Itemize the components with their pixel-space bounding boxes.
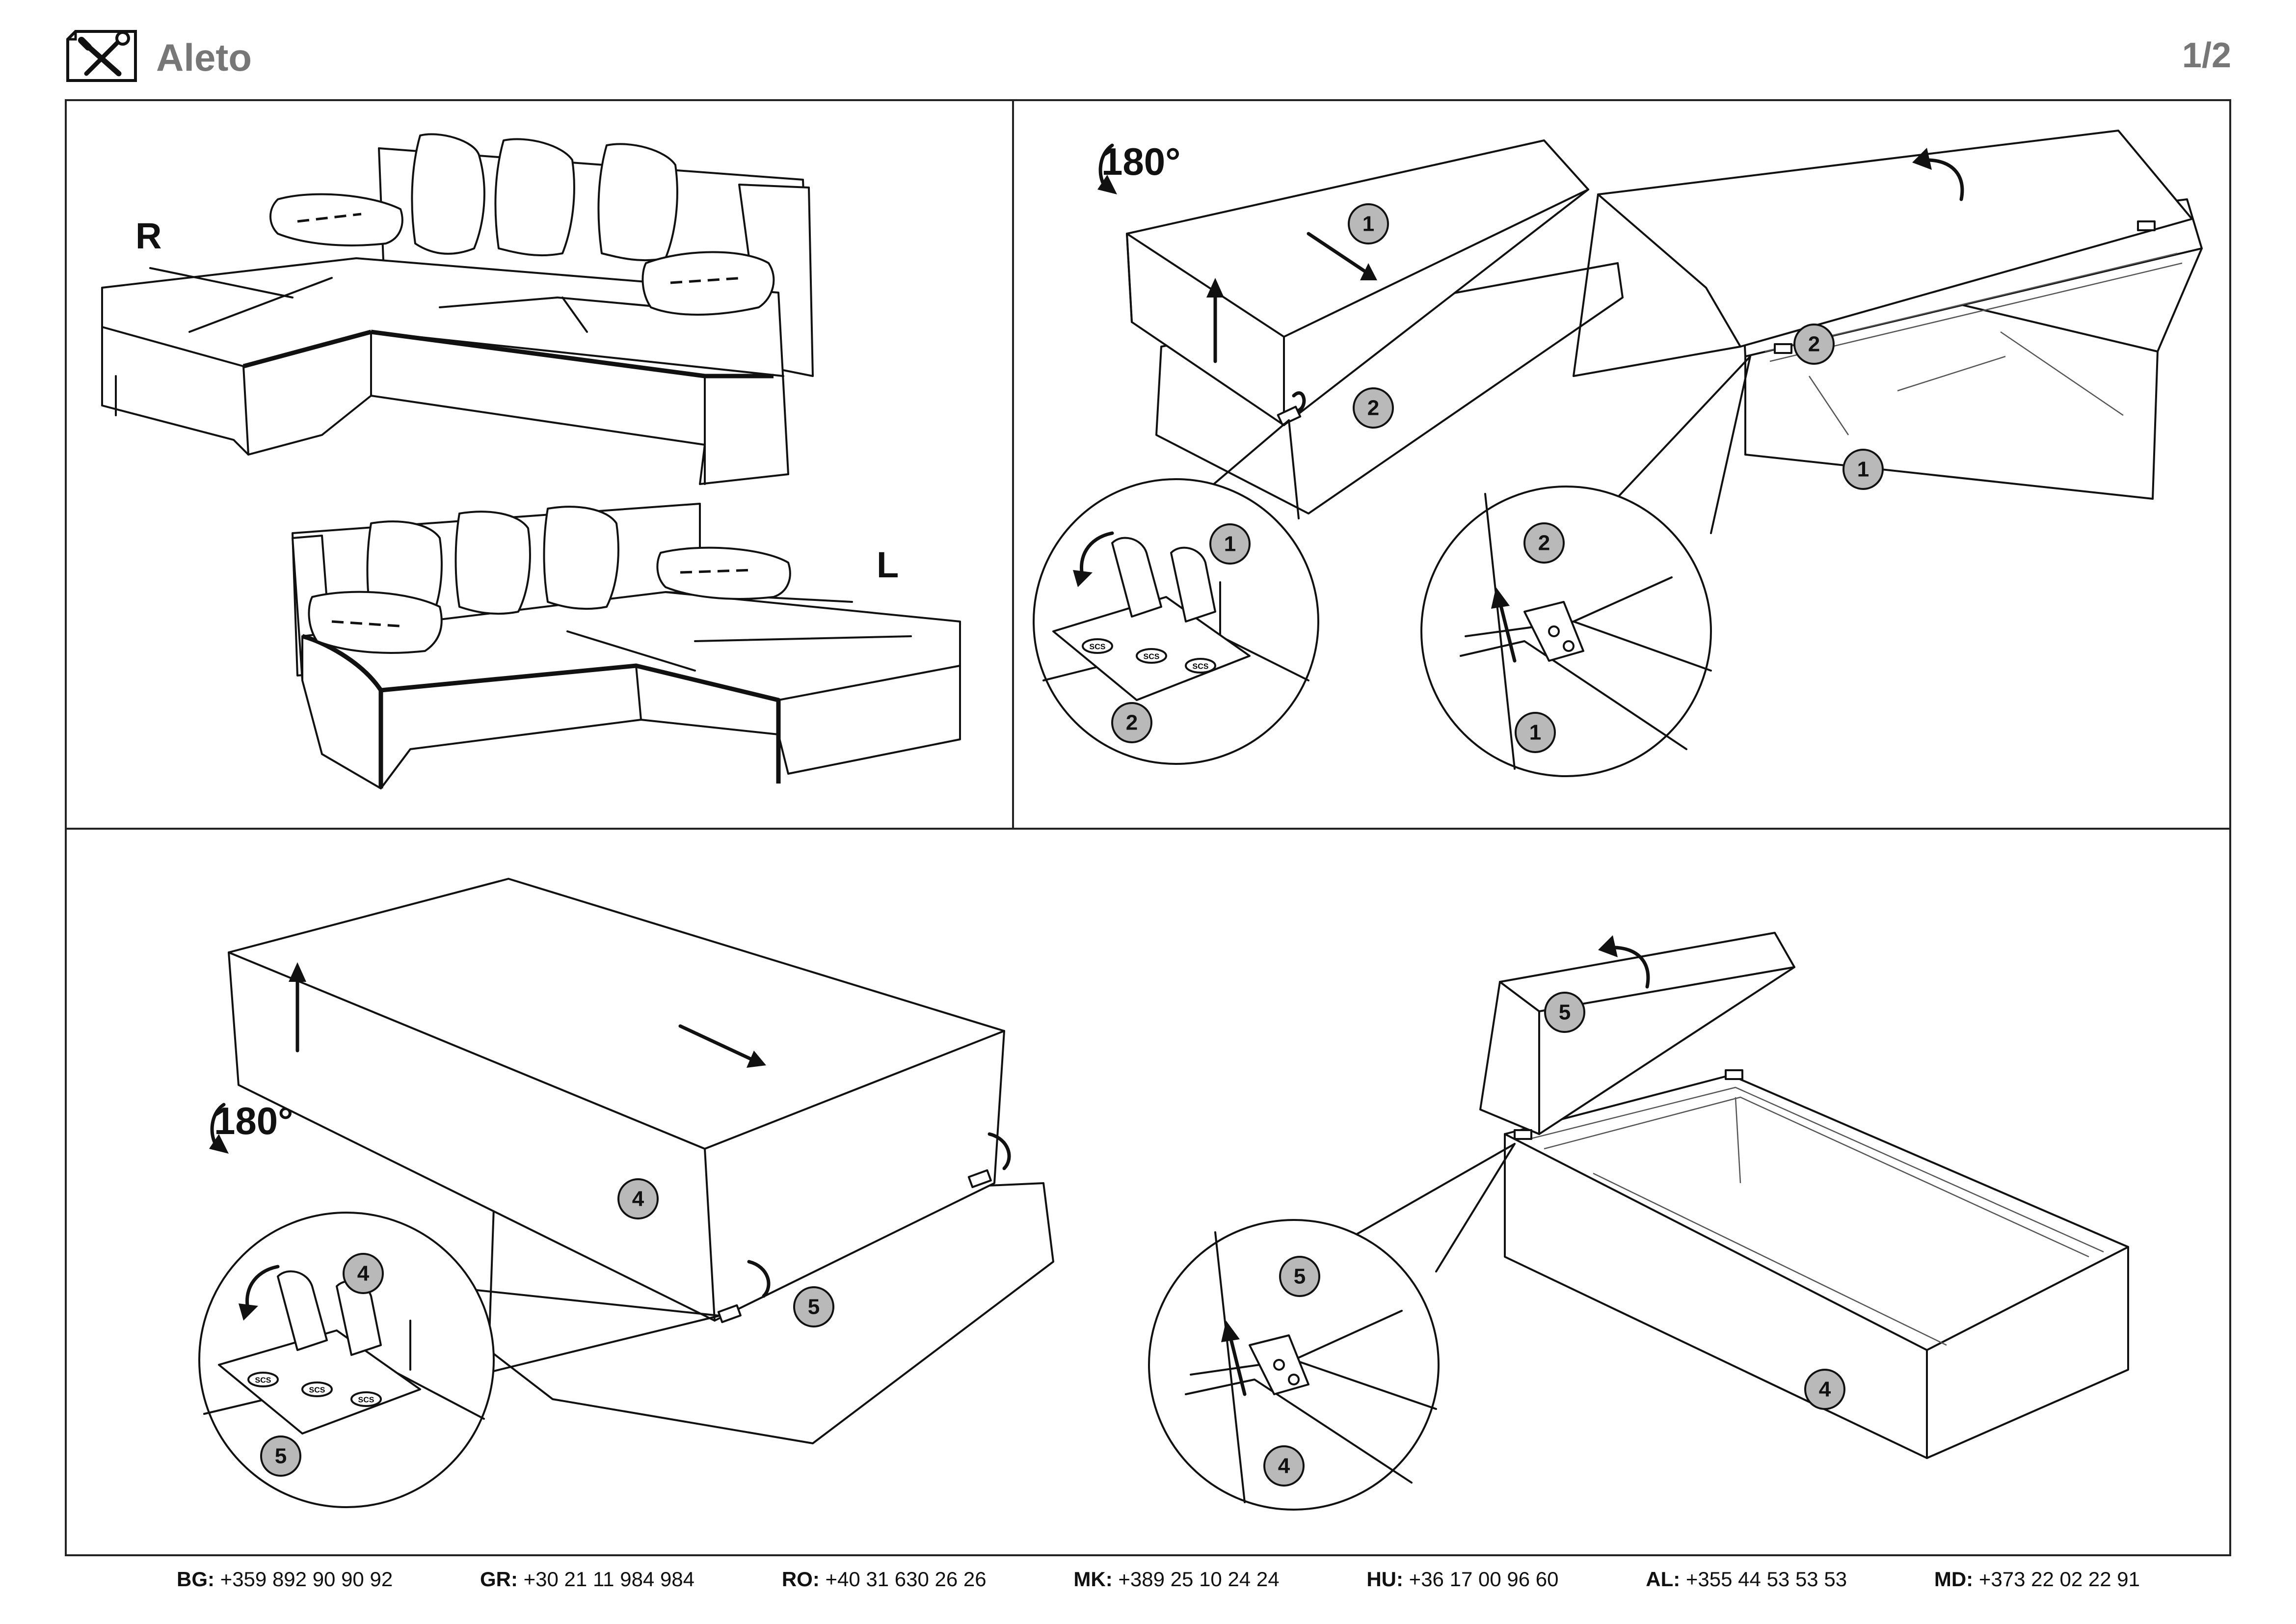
- tools-icon: [65, 28, 138, 83]
- svg-text:5: 5: [1559, 1001, 1571, 1025]
- svg-text:4: 4: [632, 1187, 644, 1211]
- step-badge: 5: [1279, 1256, 1320, 1297]
- step-badge: 5: [793, 1286, 834, 1327]
- svg-text:4: 4: [1278, 1454, 1290, 1478]
- panel-storage-1-2: 180°: [1014, 101, 2229, 828]
- rotate-180-icon: 180°: [209, 1099, 293, 1154]
- contact-md: MD: +373 22 02 22 91: [1934, 1568, 2140, 1591]
- page-header: Aleto 1/2: [65, 28, 2231, 87]
- open-storage-box: [1573, 130, 2203, 500]
- step-badge: 2: [1353, 387, 1394, 429]
- hinge-detail-left: SCS SCS SCS: [198, 1212, 721, 1508]
- step-badge: 2: [1111, 702, 1152, 743]
- sofa-right-label: R: [135, 216, 161, 256]
- open-storage-box: [1479, 932, 2129, 1459]
- step-badge: 5: [1544, 992, 1585, 1033]
- svg-text:5: 5: [275, 1444, 287, 1468]
- svg-text:5: 5: [808, 1295, 820, 1319]
- hinge-label: SCS: [255, 1377, 271, 1385]
- panel-storage-4-5: 180° SCS: [67, 830, 2229, 1554]
- contact-footer: BG: +359 892 90 90 92 GR: +30 21 11 984 …: [177, 1562, 2140, 1597]
- contact-al: AL: +355 44 53 53 53: [1646, 1568, 1847, 1591]
- frame-divider-vertical: [1012, 99, 1014, 829]
- contact-gr: GR: +30 21 11 984 984: [480, 1568, 695, 1591]
- svg-text:4: 4: [1819, 1378, 1831, 1402]
- contact-ro: RO: +40 31 630 26 26: [781, 1568, 987, 1591]
- rotation-label: 180°: [1101, 140, 1180, 183]
- hinge-label: SCS: [358, 1396, 374, 1405]
- svg-text:2: 2: [1538, 531, 1550, 555]
- svg-text:5: 5: [1294, 1265, 1306, 1289]
- svg-text:2: 2: [1126, 711, 1138, 735]
- hinge-label: SCS: [1090, 643, 1106, 651]
- panel-sofa-variants: R L: [67, 101, 1012, 828]
- step-badge: 2: [1523, 522, 1565, 564]
- step-badge: 2: [1793, 324, 1835, 365]
- svg-text:1: 1: [1224, 532, 1236, 556]
- svg-text:2: 2: [1367, 396, 1379, 420]
- sofa-left-illustration: L: [292, 503, 961, 789]
- step-badge: 5: [260, 1435, 301, 1477]
- step-badge: 1: [1209, 523, 1251, 565]
- contact-hu: HU: +36 17 00 96 60: [1366, 1568, 1559, 1591]
- svg-text:4: 4: [357, 1262, 370, 1286]
- svg-text:1: 1: [1857, 458, 1869, 482]
- step-badge: 1: [1842, 449, 1884, 490]
- svg-text:2: 2: [1808, 332, 1820, 356]
- step-badge: 4: [1804, 1369, 1845, 1410]
- hinge-label: SCS: [1144, 653, 1160, 661]
- page-number: 1/2: [2182, 36, 2231, 75]
- svg-text:1: 1: [1529, 721, 1541, 745]
- step-badge: 4: [1263, 1445, 1305, 1487]
- hinge-detail-right: [1148, 1143, 1516, 1511]
- stacked-seat-parts: [228, 878, 1054, 1444]
- page-title: Aleto: [156, 36, 252, 79]
- svg-text:1: 1: [1362, 212, 1374, 236]
- step-badge: 4: [343, 1253, 384, 1294]
- contact-bg: BG: +359 892 90 90 92: [177, 1568, 393, 1591]
- rotate-180-icon: 180°: [1097, 140, 1180, 194]
- stacked-seat-parts: [1126, 139, 1624, 514]
- frame-divider-horizontal: [65, 828, 2231, 830]
- step-badge: 4: [617, 1178, 659, 1219]
- sofa-left-label: L: [877, 544, 899, 585]
- hinge-label: SCS: [309, 1386, 325, 1395]
- sofa-right-illustration: R: [101, 133, 814, 485]
- step-badge: 1: [1515, 712, 1556, 753]
- hinge-label: SCS: [1193, 663, 1209, 671]
- step-badge: 1: [1348, 203, 1389, 244]
- contact-mk: MK: +389 25 10 24 24: [1073, 1568, 1280, 1591]
- hinge-detail-right: [1420, 355, 1751, 777]
